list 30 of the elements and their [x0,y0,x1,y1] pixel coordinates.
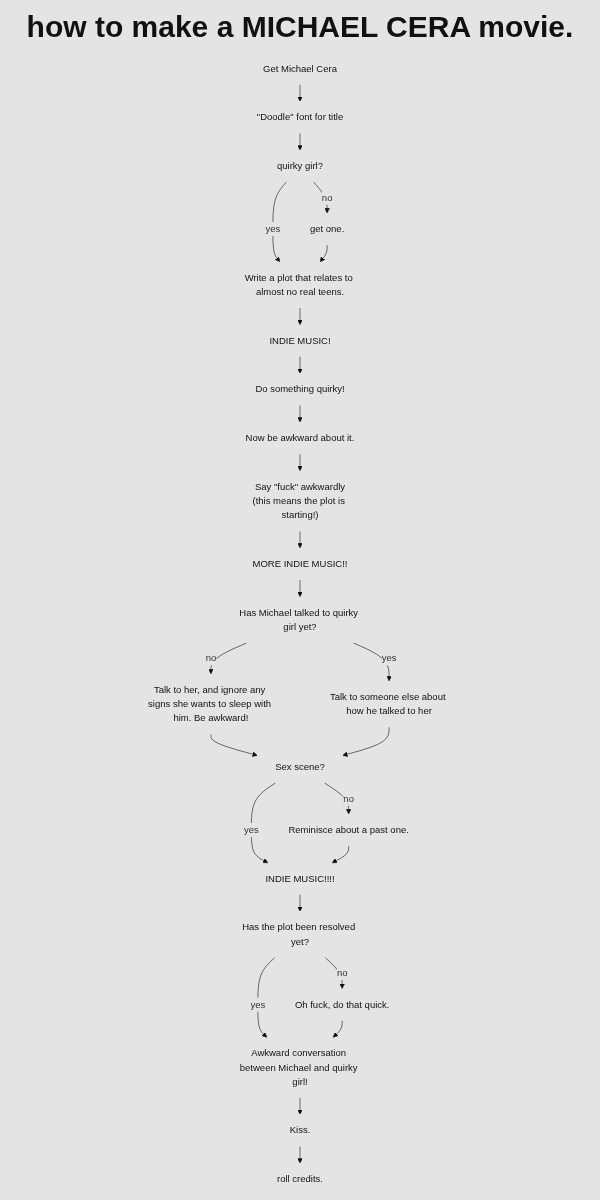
node-text: Has the plot been resolved yet? [242,922,356,947]
edge-label: yes [250,999,266,1010]
node-text: Talk to her, and ignore any signs she wants to sleep with him. Be awkward! [148,684,272,724]
edge-label: no [205,653,217,664]
title: how to make a MICHAEL CERA movie. [26,10,574,44]
node-text: INDIE MUSIC! [269,335,331,346]
node-text: Sex scene? [275,761,325,772]
node-text: Now be awkward about it. [245,432,355,443]
node-text: INDIE MUSIC!!!! [265,873,335,884]
node-text: Awkward conversation between Michael and quirky girl! [239,1047,358,1087]
edge-label: no [343,793,354,804]
node-text: Has Michael talked to quirky girl yet? [239,607,359,632]
node-text: "Doodle" font for title [256,112,344,123]
edge-label: no [321,192,333,203]
edge-label: no [336,967,348,978]
node-text: Do something quirky! [255,384,345,395]
node-text: get one. [309,223,345,234]
node-text: Reminisce about a past one. [288,824,409,835]
node-text: roll credits. [277,1173,323,1184]
edge-label: yes [265,223,281,234]
node-text: Talk to someone else about how he talked to her [329,691,446,717]
node-text: Write a plot that relates to almost no real teens. [244,272,353,297]
edge-label: yes [243,824,259,835]
node-text: Say "fuck" awkwardly (this means the plot is starting!) [252,481,346,521]
node-text: Kiss. [289,1125,311,1136]
node-text: quirky girl? [277,160,323,171]
node-text: Get Michael Cera [263,63,337,74]
node-text: Oh fuck, do that quick. [294,999,390,1010]
node-text: MORE INDIE MUSIC!! [252,558,348,569]
edge-label: yes [381,653,397,664]
